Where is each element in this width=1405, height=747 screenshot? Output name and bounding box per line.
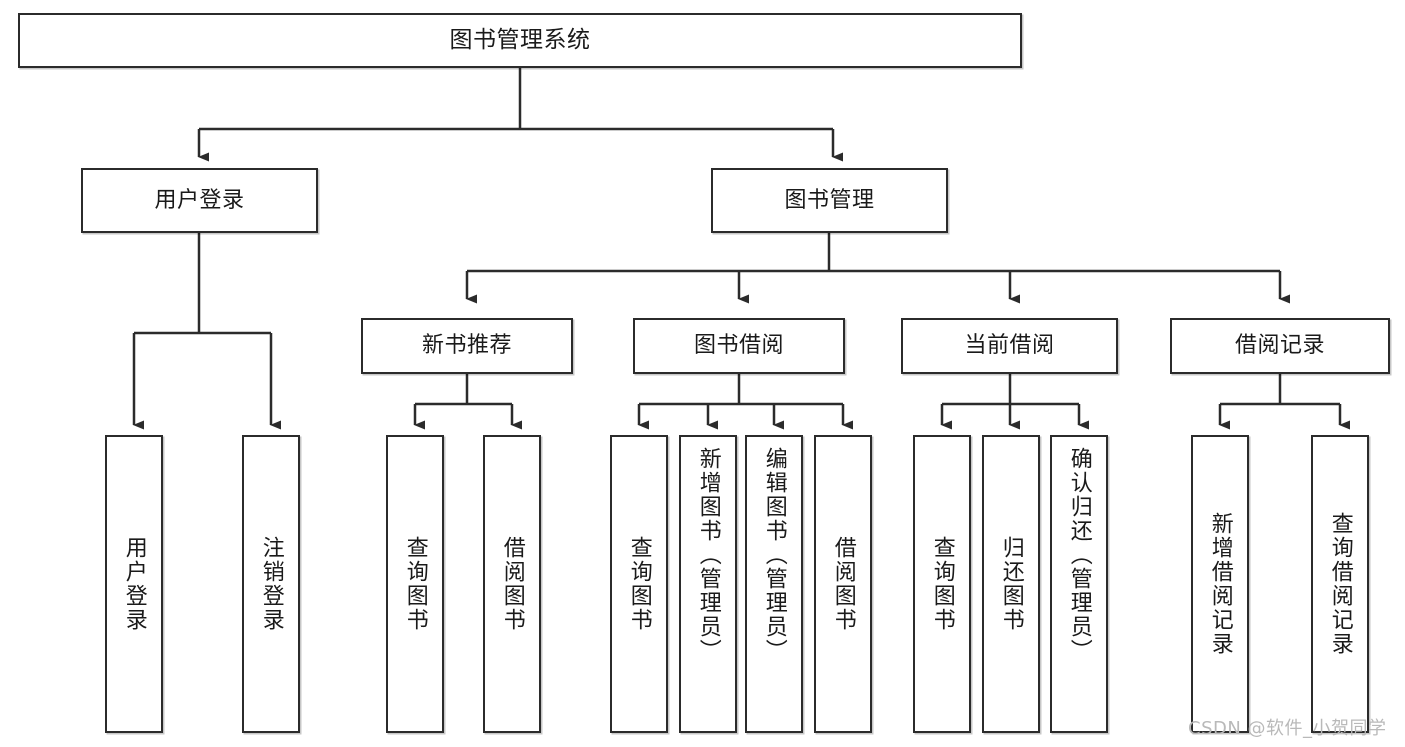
- node-label: 用户登录: [154, 187, 245, 213]
- node-label: 新增图书（管理员）: [695, 447, 721, 663]
- node-label: 新增借阅记录: [1207, 512, 1233, 656]
- node-label: 图书管理: [784, 187, 875, 213]
- node-label: 借阅记录: [1234, 333, 1325, 359]
- leaf-borrow-book-recommend[interactable]: 借阅图书: [483, 435, 541, 733]
- node-new-book-recommend[interactable]: 新书推荐: [361, 318, 573, 374]
- node-label: 查询图书: [929, 536, 955, 632]
- node-label: 查询借阅记录: [1327, 512, 1353, 656]
- node-label: 借阅图书: [499, 536, 525, 632]
- leaf-confirm-return-admin[interactable]: 确认归还（管理员）: [1050, 435, 1108, 733]
- node-root-system[interactable]: 图书管理系统: [18, 13, 1022, 68]
- node-book-management[interactable]: 图书管理: [711, 168, 948, 233]
- leaf-edit-book-admin[interactable]: 编辑图书（管理员）: [745, 435, 803, 733]
- node-book-borrow[interactable]: 图书借阅: [633, 318, 845, 374]
- watermark-text: CSDN @软件_小贺同学: [1188, 718, 1387, 739]
- node-user-login[interactable]: 用户登录: [81, 168, 318, 233]
- node-label: 图书借阅: [693, 333, 784, 359]
- node-current-borrow[interactable]: 当前借阅: [901, 318, 1118, 374]
- leaf-query-borrow-record[interactable]: 查询借阅记录: [1311, 435, 1369, 733]
- node-label: 图书管理系统: [449, 26, 591, 53]
- leaf-borrow-book[interactable]: 借阅图书: [814, 435, 872, 733]
- leaf-user-login[interactable]: 用户登录: [105, 435, 163, 733]
- leaf-query-book-recommend[interactable]: 查询图书: [386, 435, 444, 733]
- node-borrow-record[interactable]: 借阅记录: [1170, 318, 1390, 374]
- node-label: 新书推荐: [421, 333, 512, 359]
- node-label: 归还图书: [998, 536, 1024, 632]
- leaf-query-book-borrow[interactable]: 查询图书: [610, 435, 668, 733]
- node-label: 注销登录: [258, 536, 284, 632]
- node-label: 确认归还（管理员）: [1066, 447, 1092, 663]
- leaf-return-book[interactable]: 归还图书: [982, 435, 1040, 733]
- node-label: 查询图书: [402, 536, 428, 632]
- node-label: 用户登录: [121, 536, 147, 632]
- node-label: 编辑图书（管理员）: [761, 447, 787, 663]
- leaf-query-book-current[interactable]: 查询图书: [913, 435, 971, 733]
- node-label: 借阅图书: [830, 536, 856, 632]
- leaf-add-borrow-record[interactable]: 新增借阅记录: [1191, 435, 1249, 733]
- node-label: 当前借阅: [964, 333, 1055, 359]
- leaf-logout[interactable]: 注销登录: [242, 435, 300, 733]
- node-label: 查询图书: [626, 536, 652, 632]
- leaf-add-book-admin[interactable]: 新增图书（管理员）: [679, 435, 737, 733]
